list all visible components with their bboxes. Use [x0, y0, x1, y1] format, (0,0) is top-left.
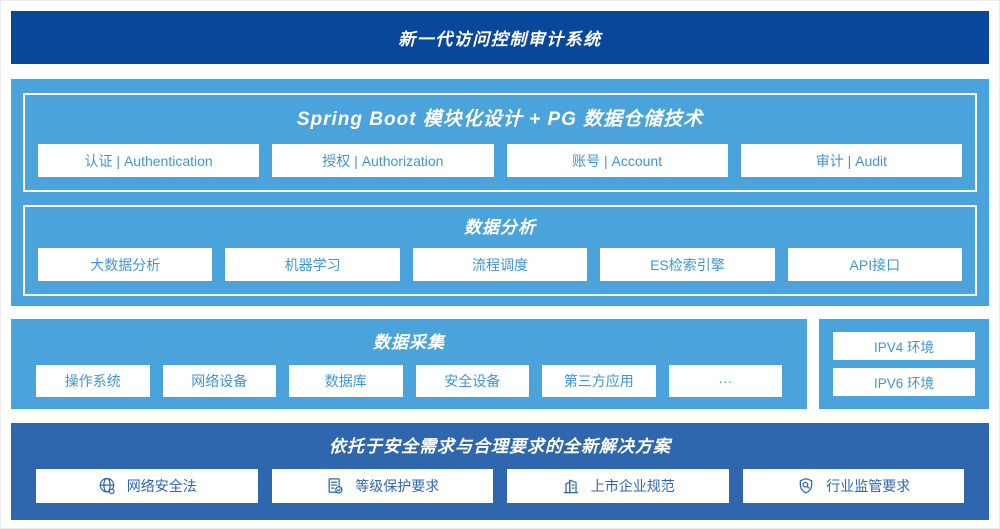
- solution-chip-label: 行业监管要求: [826, 478, 911, 494]
- analysis-chip-es: ES检索引擎: [600, 248, 775, 281]
- module-chip-audit: 审计 | Audit: [740, 144, 962, 177]
- analysis-panel-title: 数据分析: [464, 218, 536, 237]
- modules-panel: Spring Boot 模块化设计 + PG 数据仓储技术 认证 | Authe…: [23, 93, 977, 192]
- env-chip-ipv6: IPV6 环境: [833, 368, 975, 396]
- analysis-chip-workflow: 流程调度: [412, 248, 588, 281]
- environment-panel: IPV4 环境 IPV6 环境: [819, 319, 989, 409]
- env-chip-ipv4: IPV4 环境: [833, 332, 975, 360]
- module-chip-authorization: 授权 | Authorization: [272, 144, 494, 177]
- analysis-chip-ml: 机器学习: [225, 248, 400, 281]
- collection-chip-security-device: 安全设备: [415, 365, 529, 397]
- solution-chip-listed-company: 上市企业规范: [507, 469, 729, 503]
- solution-chip-level-protection: 等级保护要求: [271, 469, 493, 503]
- solution-chip-label: 网络安全法: [126, 478, 197, 494]
- collection-chip-ellipsis: ···: [668, 365, 782, 397]
- collection-chip-os: 操作系统: [36, 365, 150, 397]
- collection-chip-network-device: 网络设备: [162, 365, 276, 397]
- module-chip-account: 账号 | Account: [506, 144, 728, 177]
- collection-chip-database: 数据库: [289, 365, 403, 397]
- shield-magnifier-icon: [796, 476, 816, 496]
- analysis-chip-bigdata: 大数据分析: [38, 248, 213, 281]
- collection-chip-thirdparty: 第三方应用: [542, 365, 656, 397]
- middle-row: 数据采集 操作系统 网络设备 数据库 安全设备 第三方应用 ··· IPV4 环…: [11, 319, 989, 409]
- analysis-chip-api: API接口: [787, 248, 963, 281]
- modules-panel-title: Spring Boot 模块化设计 + PG 数据仓储技术: [296, 109, 704, 130]
- checklist-icon: [325, 476, 345, 496]
- solution-row: 网络安全法 等级保护要求: [36, 469, 964, 503]
- collection-title: 数据采集: [373, 333, 445, 352]
- analysis-panel: 数据分析 大数据分析 机器学习 流程调度 ES检索引擎 API接口: [23, 205, 977, 296]
- globe-icon: [97, 476, 117, 496]
- analysis-row: 大数据分析 机器学习 流程调度 ES检索引擎 API接口: [38, 248, 963, 281]
- solution-section: 依托于安全需求与合理要求的全新解决方案 网络安全法: [11, 423, 989, 520]
- collection-section: 数据采集 操作系统 网络设备 数据库 安全设备 第三方应用 ···: [11, 319, 807, 409]
- solution-title: 依托于安全需求与合理要求的全新解决方案: [329, 437, 671, 456]
- page-title: 新一代访问控制审计系统: [398, 30, 602, 49]
- collection-row: 操作系统 网络设备 数据库 安全设备 第三方应用 ···: [36, 365, 782, 397]
- platform-section: Spring Boot 模块化设计 + PG 数据仓储技术 认证 | Authe…: [11, 79, 989, 306]
- modules-row: 认证 | Authentication 授权 | Authorization 账…: [38, 144, 962, 177]
- building-icon: [561, 476, 581, 496]
- solution-chip-label: 等级保护要求: [355, 478, 440, 494]
- solution-chip-industry-regulation: 行业监管要求: [742, 469, 964, 503]
- solution-chip-label: 上市企业规范: [590, 478, 675, 494]
- solution-chip-network-law: 网络安全法: [36, 469, 258, 503]
- module-chip-authentication: 认证 | Authentication: [38, 144, 260, 177]
- banner: 新一代访问控制审计系统: [11, 11, 989, 64]
